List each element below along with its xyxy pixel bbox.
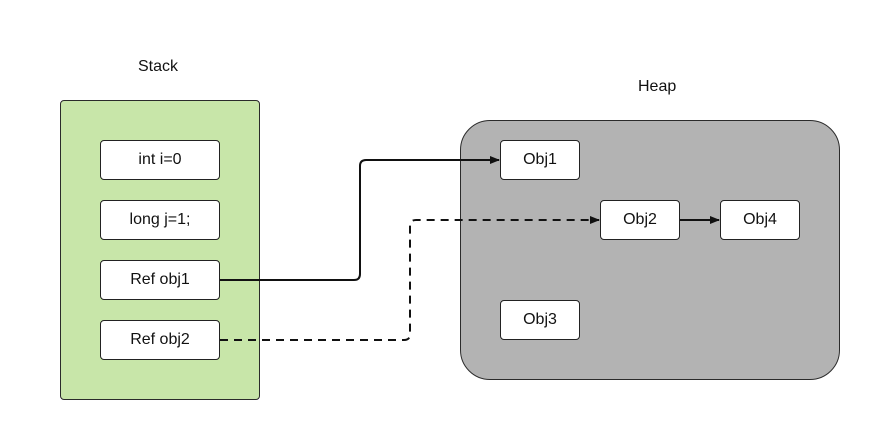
stack-item-ref-obj1: Ref obj1 — [100, 260, 220, 300]
edge-ref-obj1-to-obj1 — [220, 156, 500, 281]
heap-object-obj2: Obj2 — [600, 200, 680, 240]
edge-ref-obj2-to-obj2 — [220, 216, 600, 341]
heap-object-obj4: Obj4 — [720, 200, 800, 240]
stack-item-int-i: int i=0 — [100, 140, 220, 180]
heap-title: Heap — [638, 78, 677, 95]
heap-object-obj1: Obj1 — [500, 140, 580, 180]
stack-title: Stack — [138, 58, 179, 75]
heap-object-obj3: Obj3 — [500, 300, 580, 340]
stack-item-long-j: long j=1; — [100, 200, 220, 240]
stack-item-ref-obj2: Ref obj2 — [100, 320, 220, 360]
